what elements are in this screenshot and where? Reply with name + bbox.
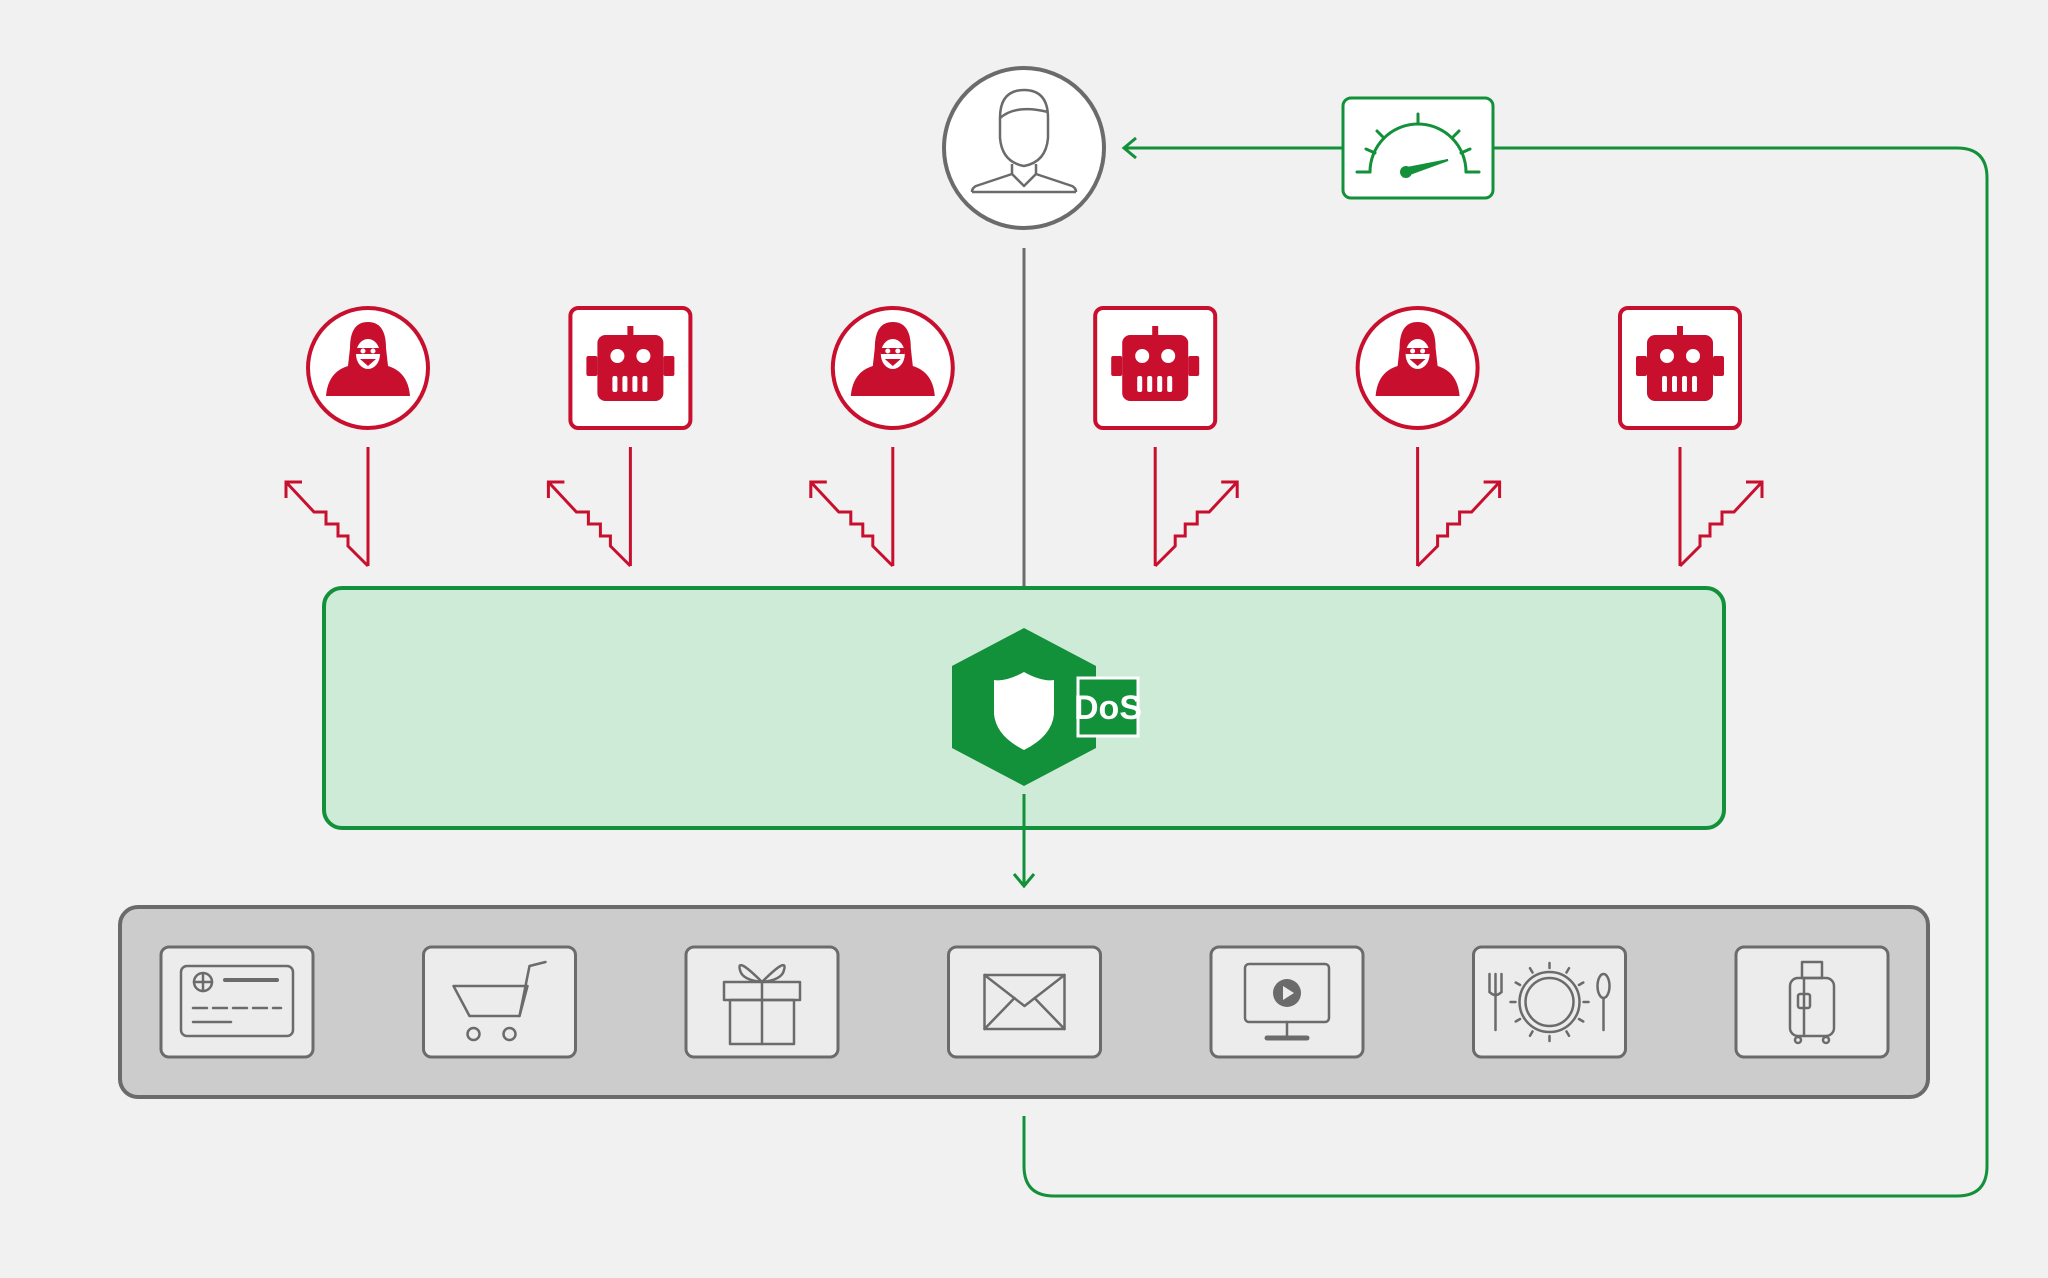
attack-arrow xyxy=(809,447,895,568)
service-tile-box xyxy=(1734,945,1890,1059)
shield-icon xyxy=(994,672,1054,750)
envelope-icon xyxy=(983,973,1066,1031)
attacker-bot xyxy=(1093,306,1239,568)
service-tile-box xyxy=(422,945,577,1059)
dos-badge-box xyxy=(1076,676,1140,738)
attacker-hacker xyxy=(284,306,430,568)
protection-arrowhead xyxy=(1012,873,1036,889)
gift-icon xyxy=(722,963,802,1046)
robot-icon xyxy=(1111,326,1200,401)
legitimate-user xyxy=(942,66,1106,614)
attack-arrow xyxy=(546,447,632,568)
attack-arrow xyxy=(1153,447,1239,568)
performance-monitor-box xyxy=(1341,96,1495,200)
attacker-hacker xyxy=(809,306,955,568)
attack-arrow xyxy=(1678,447,1764,568)
feedback-loop-line xyxy=(1022,146,1989,1198)
attacker-bot xyxy=(1618,306,1764,568)
service-tile xyxy=(1472,945,1627,1059)
service-tile-box xyxy=(947,945,1102,1059)
attacker-hacker xyxy=(1355,306,1502,568)
user-icon xyxy=(970,88,1078,194)
hacker-icon xyxy=(850,322,935,396)
attackers xyxy=(284,306,1764,568)
protection-layer: DoS xyxy=(322,586,1726,889)
service-tile xyxy=(684,945,840,1059)
dos-badge-label: DoS xyxy=(1074,689,1142,727)
attack-arrow xyxy=(1416,447,1502,568)
services-panel xyxy=(118,905,1930,1099)
service-tile xyxy=(422,945,577,1059)
video-monitor-icon xyxy=(1243,962,1331,1041)
attack-arrow xyxy=(284,447,370,568)
hacker-icon xyxy=(326,322,410,396)
user-circle xyxy=(942,66,1106,230)
service-tile xyxy=(947,945,1102,1059)
speedometer-icon xyxy=(1355,112,1481,178)
dining-plate-icon xyxy=(1488,961,1611,1043)
feedback-arrowhead xyxy=(1121,136,1137,160)
performance-monitor xyxy=(1341,96,1495,200)
service-tile xyxy=(1209,945,1365,1059)
service-tile xyxy=(159,945,315,1059)
service-tile xyxy=(1734,945,1890,1059)
attacker-bot xyxy=(546,306,693,568)
credit-card-icon xyxy=(179,964,295,1038)
feedback-loop xyxy=(1022,136,1989,1198)
robot-icon xyxy=(1636,326,1724,401)
service-tile-box xyxy=(1472,945,1627,1059)
service-tile-box xyxy=(159,945,315,1059)
dos-badge: DoS xyxy=(1074,676,1142,738)
luggage-icon xyxy=(1788,960,1836,1045)
service-tiles xyxy=(159,945,1890,1059)
hacker-icon xyxy=(1375,322,1460,396)
robot-icon xyxy=(586,326,675,401)
shopping-cart-icon xyxy=(452,960,547,1042)
